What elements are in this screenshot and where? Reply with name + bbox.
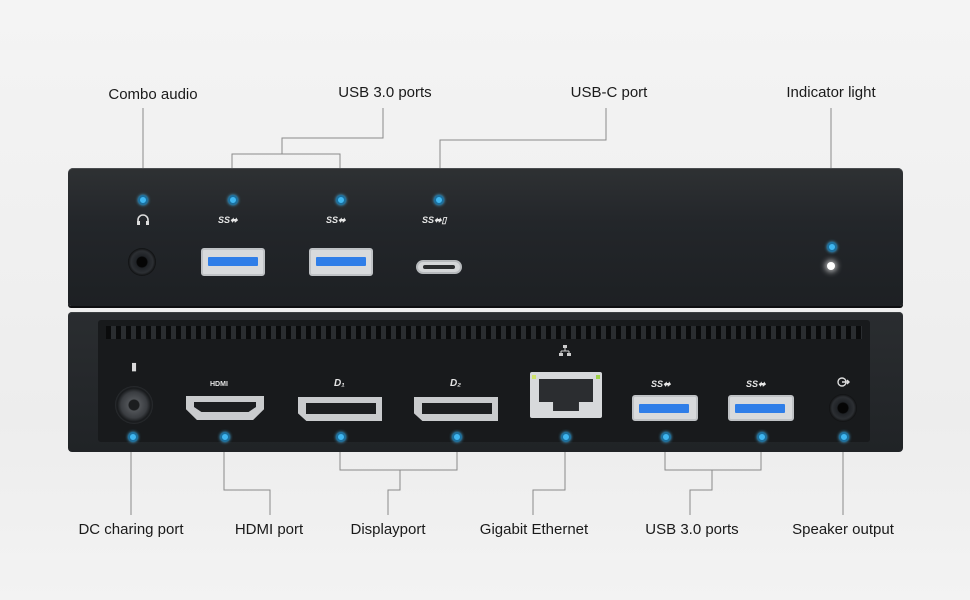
dp2-icon: D₂ — [450, 378, 462, 389]
dp1-icon: D₁ — [334, 378, 345, 389]
hdmi-port[interactable] — [186, 396, 264, 420]
audio-out-icon — [836, 375, 850, 392]
dock-back-panel: ▮ HDMI D₁ D₂ SS⬌ SS⬌ — [68, 312, 903, 452]
displayport-1[interactable] — [298, 397, 382, 421]
marker-dot — [561, 432, 571, 442]
usb-c-port[interactable] — [416, 260, 462, 274]
usb-a-port-front-1[interactable] — [201, 248, 265, 276]
speaker-output-jack[interactable] — [829, 394, 857, 422]
label-speaker: Speaker output — [792, 521, 894, 538]
marker-dot — [228, 195, 238, 205]
label-displayport: Displayport — [350, 521, 426, 538]
label-dc-port: DC charing port — [78, 521, 184, 538]
usb-a-port-rear-2[interactable] — [728, 395, 794, 421]
marker-dot — [336, 195, 346, 205]
label-usb30-top: USB 3.0 ports — [338, 84, 432, 101]
ss-usb-icon: SS⬌ — [218, 215, 238, 225]
vent-grille — [106, 326, 862, 339]
marker-dot — [128, 432, 138, 442]
dock-front-panel: SS⬌ SS⬌ SS⬌▯ — [68, 168, 903, 306]
marker-dot — [452, 432, 462, 442]
rear-io-panel: ▮ HDMI D₁ D₂ SS⬌ SS⬌ — [98, 320, 870, 442]
power-plug-icon: ▮ — [131, 361, 138, 373]
indicator-light — [827, 262, 835, 270]
usb-a-port-front-2[interactable] — [309, 248, 373, 276]
usb-a-port-rear-1[interactable] — [632, 395, 698, 421]
ss-usbc-icon: SS⬌▯ — [422, 215, 447, 225]
marker-dot — [827, 242, 837, 252]
label-ethernet: Gigabit Ethernet — [479, 521, 589, 538]
marker-dot — [336, 432, 346, 442]
marker-dot — [839, 432, 849, 442]
ss-usb-icon: SS⬌ — [326, 215, 346, 225]
marker-dot — [757, 432, 767, 442]
label-usb30-bottom: USB 3.0 ports — [645, 521, 739, 538]
network-icon — [559, 345, 571, 360]
label-indicator: Indicator light — [786, 84, 876, 101]
label-combo-audio: Combo audio — [108, 86, 198, 103]
marker-dot — [434, 195, 444, 205]
combo-audio-jack[interactable] — [128, 248, 156, 276]
marker-dot — [138, 195, 148, 205]
ss-usb-icon: SS⬌ — [651, 379, 671, 389]
marker-dot — [661, 432, 671, 442]
label-hdmi: HDMI port — [234, 521, 304, 538]
label-usbc: USB-C port — [570, 84, 648, 101]
hdmi-mark: HDMI — [210, 381, 228, 388]
marker-dot — [220, 432, 230, 442]
dc-power-port[interactable] — [115, 386, 153, 424]
headset-icon — [136, 213, 150, 230]
displayport-2[interactable] — [414, 397, 498, 421]
ss-usb-icon: SS⬌ — [746, 379, 766, 389]
ethernet-port[interactable] — [530, 372, 602, 418]
